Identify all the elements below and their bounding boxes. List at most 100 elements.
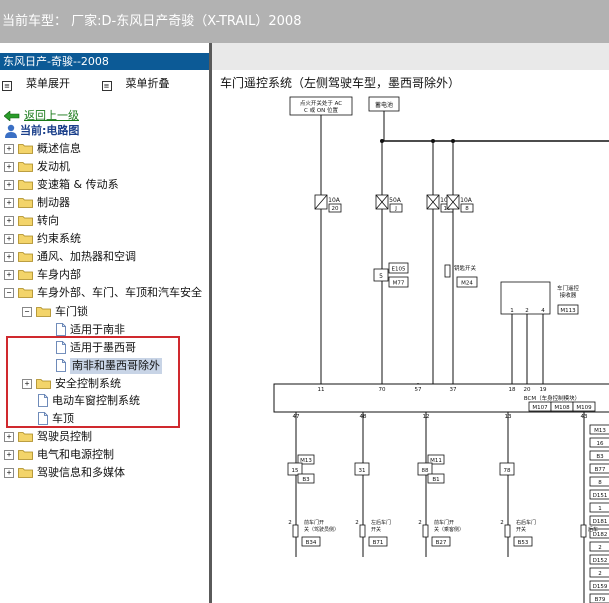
expand-icon[interactable]: +	[4, 252, 14, 262]
tree-label: 车身外部、车门、车顶和汽车安全	[37, 286, 202, 299]
connector-label: M109	[576, 405, 592, 411]
tree-folder[interactable]: +电气和电源控制	[0, 447, 209, 463]
tree-folder[interactable]: +约束系统	[0, 231, 209, 247]
tree-document[interactable]: 电动车窗控制系统	[0, 393, 209, 409]
tree-folder[interactable]: − 车门锁	[0, 304, 209, 320]
expand-icon[interactable]: +	[4, 450, 14, 460]
folder-icon	[36, 379, 51, 389]
collapse-icon[interactable]: −	[4, 288, 14, 298]
expand-icon[interactable]: +	[4, 144, 14, 154]
connector-top	[427, 454, 445, 465]
folder-icon	[18, 234, 33, 244]
connector-pin	[287, 462, 303, 476]
connector-label: M77	[393, 281, 405, 287]
user-icon	[5, 124, 17, 138]
diagram-toolbar	[212, 43, 609, 70]
fuse-num-box	[389, 203, 403, 213]
tree-folder[interactable]: + 通风、加热器和空调	[0, 249, 209, 265]
collapse-icon[interactable]: −	[22, 307, 32, 317]
connector-label: B3	[302, 477, 310, 483]
ignition-label: 点火开关处于 AC	[300, 99, 342, 107]
expand-all-button[interactable]: ≡菜单展开	[2, 77, 84, 91]
tree-label: 通风、加热器和空调	[37, 250, 136, 263]
expand-icon[interactable]: +	[4, 198, 14, 208]
document-icon	[56, 341, 66, 354]
splitter[interactable]	[209, 43, 212, 603]
door-switch	[292, 524, 299, 538]
receiver-box	[500, 281, 551, 315]
document-icon	[38, 412, 48, 425]
wire	[375, 194, 389, 210]
tree-folder[interactable]: − 车身外部、车门、车顶和汽车安全	[0, 285, 209, 301]
switch-label: 关（乘客侧）	[434, 526, 464, 533]
tree-document[interactable]: 南非和墨西哥除外	[0, 358, 209, 374]
switch-label: 开关	[371, 526, 381, 533]
expand-icon[interactable]: +	[4, 180, 14, 190]
tree-label: 制动器	[37, 196, 70, 209]
tree-label: 车门锁	[55, 305, 88, 318]
switch-label: 后车	[588, 526, 598, 533]
expand-icon[interactable]: +	[22, 379, 32, 389]
tree-folder[interactable]: +概述信息	[0, 141, 209, 157]
connector-label: M107	[532, 405, 548, 411]
tree-label: 安全控制系统	[55, 377, 121, 390]
right-connector	[589, 450, 609, 461]
pin-label: 88	[422, 468, 429, 474]
expand-icon[interactable]: +	[4, 468, 14, 478]
connector-label: B34	[306, 540, 317, 546]
right-connector	[589, 476, 609, 487]
connector-pin	[417, 462, 433, 476]
expand-icon[interactable]: +	[4, 270, 14, 280]
folder-icon	[18, 468, 33, 478]
pin-label: 11	[318, 387, 325, 393]
connector-label: M113	[560, 308, 576, 314]
switch-label: 前车门开	[434, 519, 454, 526]
connector-label: 1	[598, 506, 602, 512]
bcm-connector	[572, 401, 596, 412]
connector-label: 2	[598, 571, 602, 577]
connector-label: B79	[595, 597, 606, 603]
ignition-label: C 或 ON 位置	[304, 106, 339, 114]
fuse-amp: 50A	[389, 197, 402, 204]
tree-folder[interactable]: + 安全控制系统	[0, 376, 209, 392]
pin-label: 31	[359, 468, 366, 474]
tree-folder[interactable]: +驾驶员控制	[0, 429, 209, 445]
connector-m113	[557, 304, 579, 315]
arrow-left-icon	[4, 111, 20, 121]
right-connector	[589, 580, 609, 591]
connector-label: B71	[373, 540, 384, 546]
tree-folder[interactable]: + 制动器	[0, 195, 209, 211]
expand-icon[interactable]: +	[4, 216, 14, 226]
expand-icon[interactable]: +	[4, 162, 14, 172]
connector-pin	[499, 462, 515, 476]
tree-document[interactable]: 适用于南非	[0, 322, 209, 338]
document-icon	[56, 359, 66, 372]
tree-document[interactable]: 适用于墨西哥	[0, 340, 209, 356]
pin-label: 4	[541, 308, 545, 314]
tree-folder[interactable]: +变速箱 & 传动系	[0, 177, 209, 193]
switch-label: 右后车门	[516, 519, 536, 526]
fuse-num: 8	[465, 206, 469, 212]
fuse-num-box	[460, 203, 474, 213]
tree-folder[interactable]: +驾驶信息和多媒体	[0, 465, 209, 481]
tree-folder[interactable]: +发动机	[0, 159, 209, 175]
right-connector	[589, 489, 609, 500]
connector-label: D181	[593, 519, 608, 525]
collapse-all-button[interactable]: ≡菜单折叠	[101, 77, 184, 91]
pin-label: 5	[379, 273, 383, 280]
folder-icon	[18, 288, 33, 298]
pin-label: 2	[525, 308, 529, 314]
wire	[426, 194, 440, 210]
right-connector	[589, 515, 609, 526]
tree-folder[interactable]: +转向	[0, 213, 209, 229]
expand-icon[interactable]: +	[4, 432, 14, 442]
tree-folder[interactable]: +车身内部	[0, 267, 209, 283]
expand-icon[interactable]: +	[4, 234, 14, 244]
door-switch	[359, 524, 366, 538]
connector-pin	[354, 462, 370, 476]
tree-document[interactable]: 车顶	[0, 411, 209, 427]
connector-label: E105	[392, 267, 406, 273]
connector-label: B1	[432, 477, 439, 483]
switch-label: 前车门开	[304, 519, 324, 526]
